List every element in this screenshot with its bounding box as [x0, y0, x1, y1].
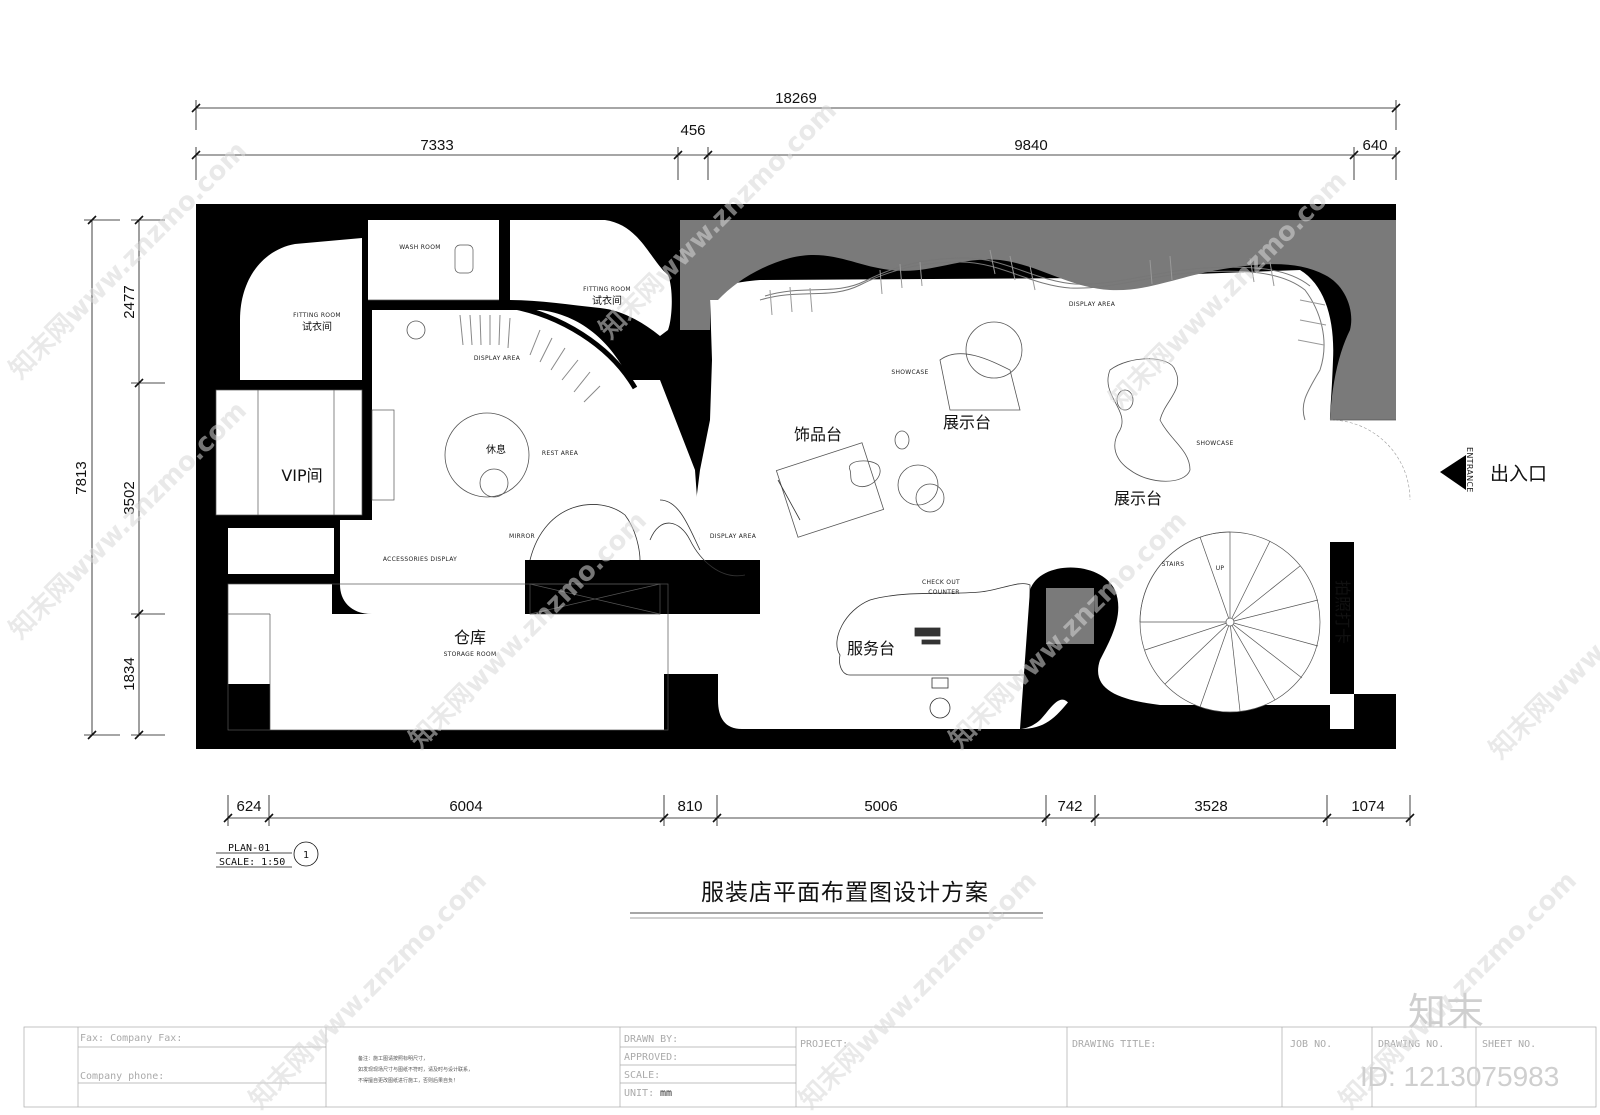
drawing-title: 服装店平面布置图设计方案: [701, 880, 989, 906]
dim-bottom-seg-6: 3528: [1194, 798, 1227, 815]
dim-bottom-seg-3: 810: [677, 798, 702, 815]
tb-scale: SCALE:: [624, 1070, 660, 1081]
label-accessories: ACCESSORIES DISPLAY: [383, 556, 457, 563]
label-wash-room: WASH ROOM: [399, 244, 440, 251]
plan-tag-number: 1: [303, 850, 309, 861]
top-wave-rack: [759, 249, 1327, 421]
checkout-counter: [836, 583, 1031, 719]
label-fitting-room-right-cn: 试衣间: [592, 294, 622, 307]
label-fitting-room-left-cn: 试衣间: [302, 320, 332, 333]
dim-bottom-seg-4: 5006: [864, 798, 897, 815]
counter-wall: [1020, 567, 1330, 729]
tb-unit-value: mm: [660, 1088, 672, 1099]
dim-left-total: 7813: [73, 461, 90, 494]
label-display-area-2: DISPLAY AREA: [1069, 301, 1116, 308]
plan-tag-scale: SCALE: 1:50: [219, 857, 285, 868]
dim-left-seg-3: 1834: [121, 657, 138, 690]
label-stairs: STAIRS: [1162, 561, 1185, 568]
dim-bottom-seg-1: 624: [236, 798, 261, 815]
wave-display: [529, 499, 746, 577]
watermark-7: 知末网www.znzmo.com: [1484, 516, 1600, 765]
main-area-fixtures: [775, 321, 1191, 538]
label-up: UP: [1216, 565, 1225, 572]
label-checkout-2: COUNTER: [928, 589, 960, 596]
dim-bottom-seg-2: 6004: [449, 798, 482, 815]
dim-bottom-seg-7: 1074: [1351, 798, 1384, 815]
bottom-dimensions: [227, 795, 1411, 826]
left-dimensions: [84, 219, 165, 736]
dim-top-seg-3: 9840: [1014, 137, 1047, 154]
label-display-table-2: 展示台: [1114, 489, 1162, 508]
dim-top-seg-4: 640: [1362, 137, 1387, 154]
label-display-table-1: 展示台: [943, 413, 991, 432]
label-vip-room: VIP间: [281, 466, 322, 485]
tb-project: PROJECT:: [800, 1039, 848, 1050]
label-checkout-1: CHECK OUT: [922, 579, 960, 586]
tb-job-no: JOB NO.: [1290, 1039, 1332, 1050]
label-display-area-1: DISPLAY AREA: [474, 355, 521, 362]
left-dim-ticks: [87, 215, 144, 740]
watermark-id: ID: 1213075983: [1360, 1061, 1559, 1092]
dim-top-seg-2: 456: [680, 122, 705, 139]
label-fitting-room-left-en: FITTING ROOM: [293, 312, 341, 319]
tb-approved: APPROVED:: [624, 1052, 678, 1063]
left-rooms: [216, 220, 718, 730]
label-photo-spot: 拍照打卡: [1333, 580, 1352, 644]
tb-note-1: 备注：施工图请按照标明尺寸，: [358, 1055, 428, 1062]
tb-drawn-by: DRAWN BY:: [624, 1034, 678, 1045]
label-rest-en: REST AREA: [542, 450, 579, 457]
entrance-marker: [1329, 419, 1466, 501]
tb-sheet-no: SHEET NO.: [1482, 1039, 1536, 1050]
top-dim-ticks: [191, 103, 1401, 160]
label-entrance-cn: 出入口: [1490, 463, 1547, 485]
dim-top-seg-1: 7333: [420, 137, 453, 154]
plan-tag-name: PLAN-01: [228, 843, 270, 854]
room-outlines: [215, 235, 669, 731]
tb-note-2: 如发现现场尺寸与图纸不符时，请及时与设计联系，: [358, 1066, 473, 1073]
tb-unit: UNIT:: [624, 1088, 654, 1099]
label-entrance-en: ENTRANCE: [1465, 447, 1474, 493]
top-dimensions: [195, 100, 1397, 180]
label-service-desk: 服务台: [847, 639, 895, 658]
label-fitting-room-right-en: FITTING ROOM: [583, 286, 631, 293]
dim-left-seg-1: 2477: [121, 285, 138, 318]
label-storage-en: STORAGE ROOM: [444, 651, 497, 658]
label-rest-cn: 休息: [486, 443, 506, 456]
tb-drawing-no: DRAWING NO.: [1378, 1039, 1444, 1050]
curved-display-wall: [459, 303, 638, 403]
label-showcase-2: SHOWCASE: [1196, 440, 1233, 447]
rest-area-furniture: [406, 320, 530, 498]
bottom-dim-ticks: [223, 813, 1415, 823]
label-display-area-3: DISPLAY AREA: [710, 533, 757, 540]
watermark-logo: 知末: [1408, 990, 1484, 1034]
dim-left-seg-2: 3502: [121, 481, 138, 514]
plan-tag: [216, 841, 319, 868]
spiral-stairs: [1139, 531, 1321, 713]
label-storage-cn: 仓库: [454, 628, 486, 647]
dim-bottom-seg-5: 742: [1057, 798, 1082, 815]
dim-top-total: 18269: [775, 90, 817, 107]
tb-note-3: 不得擅自更改图纸进行施工，否则后果自负！: [358, 1077, 458, 1084]
tb-drawing-title: DRAWING TITLE:: [1072, 1039, 1156, 1050]
label-jewelry-table: 饰品台: [794, 425, 842, 444]
tb-fax: Fax: Company Fax:: [80, 1033, 182, 1044]
title-block: [23, 1026, 1597, 1108]
label-mirror: MIRROR: [509, 533, 535, 540]
tb-phone: Company phone:: [80, 1071, 164, 1082]
label-showcase-1: SHOWCASE: [891, 369, 928, 376]
